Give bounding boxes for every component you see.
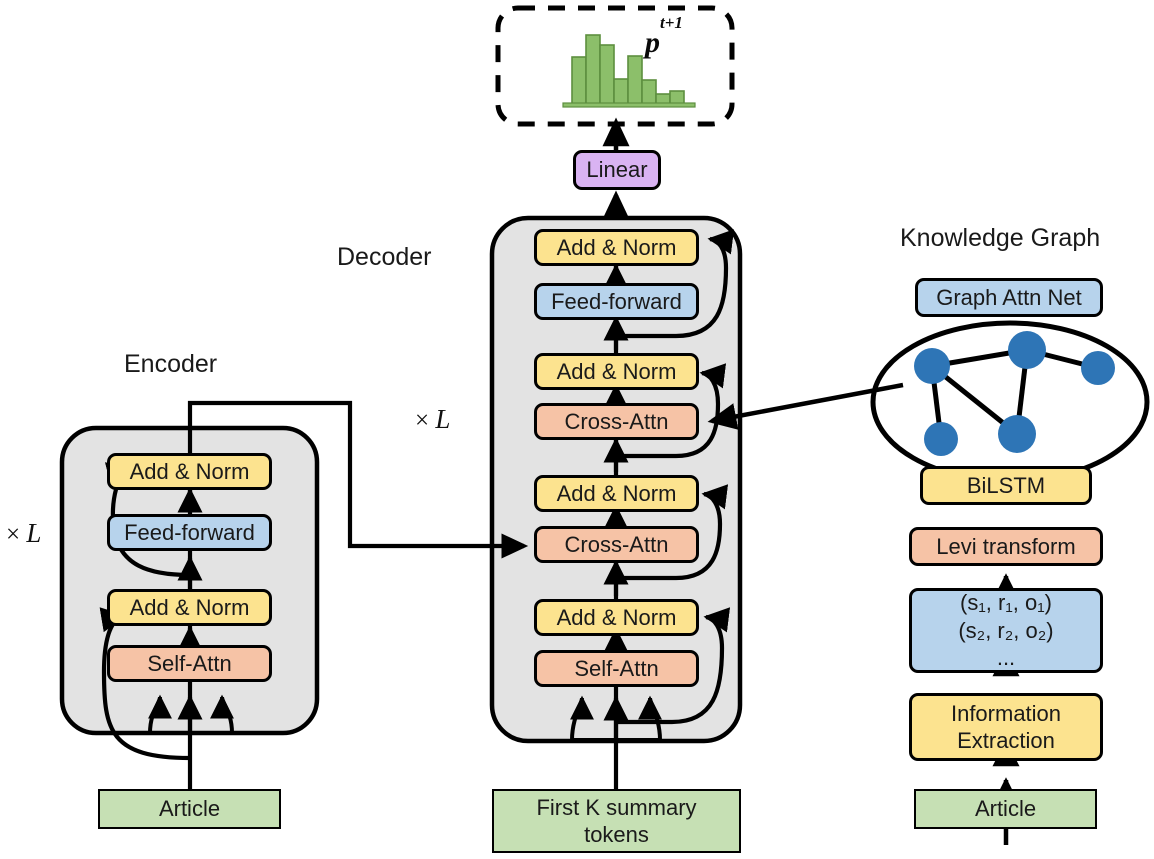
decoder-block-label: Self-Attn [574,655,659,681]
graph-attn-net-box[interactable]: Graph Attn Net [915,278,1103,317]
decoder-block-add-norm-1[interactable]: Add & Norm [534,599,699,636]
decoder-block-label: Add & Norm [556,358,677,384]
encoder-input-label: Article [158,796,221,822]
encoder-output-to-decoder-path [187,400,529,559]
probability-label: pt+1 [645,13,683,59]
probability-histogram [562,34,696,108]
decoder-block-add-norm-2[interactable]: Add & Norm [534,475,699,512]
encoder-block-label: Add & Norm [129,458,250,484]
graph-node [1008,331,1046,369]
encoder-block-self-attn[interactable]: Self-Attn [107,645,272,682]
encoder-input-box[interactable]: Article [98,789,281,829]
decoder-input-line2: tokens [584,822,649,847]
linear-label: Linear [586,157,648,183]
knowledge-graph-group-label: Knowledge Graph [900,224,1101,252]
decoder-input-box[interactable]: First K summary tokens [492,789,741,853]
encoder-block-label: Feed-forward [124,519,255,545]
decoder-block-self-attn[interactable]: Self-Attn [534,650,699,687]
decoder-block-feed-forward[interactable]: Feed-forward [534,283,699,320]
kg-to-cross-attn-arrow [707,382,904,430]
decoder-wiring [569,229,735,790]
bilstm-label: BiLSTM [966,472,1046,498]
graph-attn-net-label: Graph Attn Net [936,284,1082,310]
decoder-block-add-norm-4[interactable]: Add & Norm [534,229,699,266]
decoder-block-label: Add & Norm [556,234,677,260]
encoder-block-feed-forward[interactable]: Feed-forward [107,514,272,551]
graph-node [914,348,950,384]
encoder-block-label: Self-Attn [147,650,232,676]
linear-projection-box[interactable]: Linear [573,150,661,190]
triple-line-2: (s₂, r₂, o₂) [958,617,1054,643]
graph-node [924,422,958,456]
triple-line-1: (s₁, r₁, o₁) [960,590,1052,616]
encoder-block-add-norm-1[interactable]: Add & Norm [107,589,272,626]
knowledge-graph-nodes [914,331,1115,456]
decoder-block-cross-attn-encoder[interactable]: Cross-Attn [534,526,699,563]
triples-box[interactable]: (s₁, r₁, o₁) (s₂, r₂, o₂) ... [909,588,1103,673]
information-extraction-line2: Extraction [957,728,1055,753]
information-extraction-box[interactable]: Information Extraction [909,693,1103,761]
levi-transform-box[interactable]: Levi transform [909,527,1103,566]
decoder-block-label: Feed-forward [551,288,682,314]
decoder-block-add-norm-3[interactable]: Add & Norm [534,353,699,390]
decoder-group-label: Decoder [337,243,432,271]
kg-input-box[interactable]: Article [914,789,1097,829]
kg-input-label: Article [974,796,1037,822]
decoder-input-line1: First K summary [536,794,697,820]
decoder-block-label: Cross-Attn [564,531,669,557]
graph-node [998,415,1036,453]
encoder-repeat-label: × L [6,518,42,548]
encoder-block-add-norm-2[interactable]: Add & Norm [107,453,272,490]
encoder-group-label: Encoder [124,350,218,378]
decoder-block-label: Add & Norm [556,604,677,630]
levi-transform-label: Levi transform [936,533,1076,559]
triple-line-ellipsis: ... [996,645,1016,671]
bilstm-box[interactable]: BiLSTM [920,466,1092,505]
decoder-block-cross-attn-kg[interactable]: Cross-Attn [534,403,699,440]
graph-node [1081,351,1115,385]
encoder-block-label: Add & Norm [129,594,250,620]
decoder-block-label: Add & Norm [556,480,677,506]
decoder-repeat-label: × L [415,404,451,434]
decoder-block-label: Cross-Attn [564,408,669,434]
information-extraction-line1: Information [950,700,1062,726]
